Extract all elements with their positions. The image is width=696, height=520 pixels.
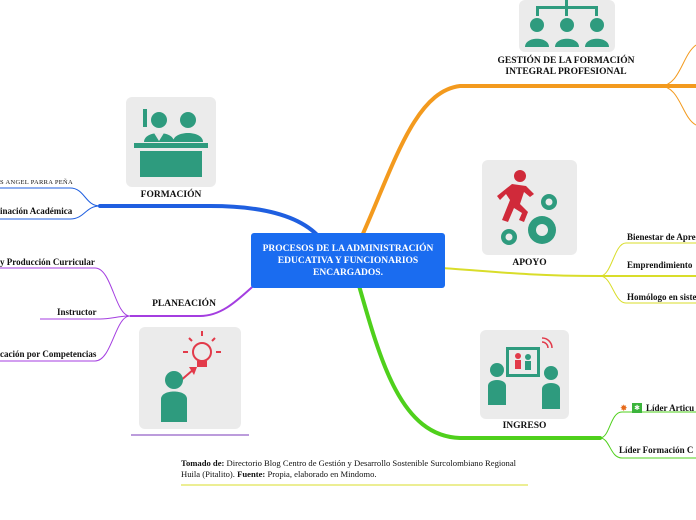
ingreso-image [480,330,569,419]
connector-apoyo-sub2 [599,275,696,304]
planeacion-item-2[interactable]: Instructor [57,307,97,317]
apoyo-item-1[interactable]: Bienestar de Apre [627,232,696,242]
branch-apoyo-title[interactable]: APOYO [512,258,547,268]
formacion-item-2[interactable]: inación Académica [0,206,73,216]
connector-gestion-sub1 [659,44,696,87]
ingreso-item-2[interactable]: Líder Formación C [619,445,694,455]
branch-planeacion-title[interactable]: PLANEACIÓN [152,299,216,309]
star-badge-icon: ✸ [620,403,628,413]
branch-ingreso-title[interactable]: INGRESO [502,421,547,431]
team-hierarchy-icon [525,0,609,47]
apoyo-item-2[interactable]: Emprendimiento [627,260,693,270]
planeacion-image [139,327,241,429]
video-meeting-icon [488,337,560,409]
planeacion-item-1[interactable]: y Producción Curricular [0,257,95,267]
connector-apoyo [439,267,696,277]
source-label-fuente: Fuente: [237,469,266,479]
source-note: Tomado de: Directorio Blog Centro de Ges… [181,458,527,480]
connector-apoyo-sub1 [599,242,696,277]
planeacion-item-3[interactable]: cación por Competencias [0,349,97,359]
source-text-tomado: Directorio Blog Centro de Gestión y Desa… [181,458,517,479]
connector-planeacion-sub2 [40,315,131,320]
formacion-image [126,97,216,187]
connector-gestion-sub2 [659,85,696,126]
branch-gestion-title[interactable]: GESTIÓN DE LA FORMACIÓN INTEGRAL PROFESI… [497,56,635,77]
source-text-fuente: Propia, elaborado en Mindomo. [267,469,377,479]
formacion-item-1[interactable]: S ANGEL PARRA PEÑA [0,179,74,186]
check-badge-icon: ✱ [632,403,642,413]
apoyo-image [482,160,577,255]
connector-formacion [98,204,322,240]
classroom-icon [134,109,208,177]
connector-ingreso-sub2 [599,437,696,459]
connector-planeacion-sub1 [0,267,131,317]
central-title: PROCESOS DE LA ADMINISTRACIÓN EDUCATIVA … [262,243,434,278]
branch-formacion-title[interactable]: FORMACIÓN [140,190,202,200]
ingreso-item-1[interactable]: Líder Articu [646,403,695,413]
source-label-tomado: Tomado de: [181,458,225,468]
apoyo-item-3[interactable]: Homólogo en siste [627,292,696,302]
runner-gears-icon [497,170,557,245]
idea-person-icon [161,331,221,422]
connector-gestion [348,84,696,264]
connector-ingreso-sub1 [599,411,696,439]
gestion-image [519,0,615,52]
connector-formacion-sub1 [0,187,101,207]
central-node[interactable]: PROCESOS DE LA ADMINISTRACIÓN EDUCATIVA … [251,233,445,288]
connector-formacion-sub2 [0,205,101,220]
connector-ingreso [354,273,602,440]
connector-planeacion-sub3 [0,315,131,362]
